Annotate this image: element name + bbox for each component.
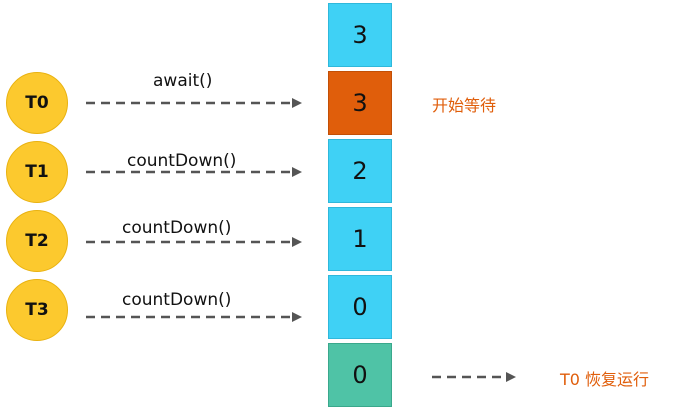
note-resume: T0 恢复运行 (560, 370, 650, 389)
call-label-t1: countDown() (127, 151, 237, 171)
arrowhead-t1 (292, 167, 302, 177)
call-label-t2: countDown() (122, 218, 232, 238)
call-label-t0: await() (153, 71, 213, 91)
counter-cell-0: 3 (328, 3, 392, 67)
arrowhead-t3 (292, 312, 302, 322)
arrowhead-t2 (292, 237, 302, 247)
counter-cell-1: 3 (328, 71, 392, 135)
counter-cell-4: 0 (328, 275, 392, 339)
thread-t1: T1 (6, 141, 68, 203)
note-start-wait: 开始等待 (432, 96, 497, 115)
arrowhead-resume (506, 372, 516, 382)
thread-t2: T2 (6, 210, 68, 272)
arrowhead-t0 (292, 98, 302, 108)
thread-t3: T3 (6, 279, 68, 341)
counter-cell-2: 2 (328, 139, 392, 203)
thread-t0: T0 (6, 72, 68, 134)
counter-cell-5: 0 (328, 343, 392, 407)
call-label-t3: countDown() (122, 290, 232, 310)
counter-cell-3: 1 (328, 207, 392, 271)
